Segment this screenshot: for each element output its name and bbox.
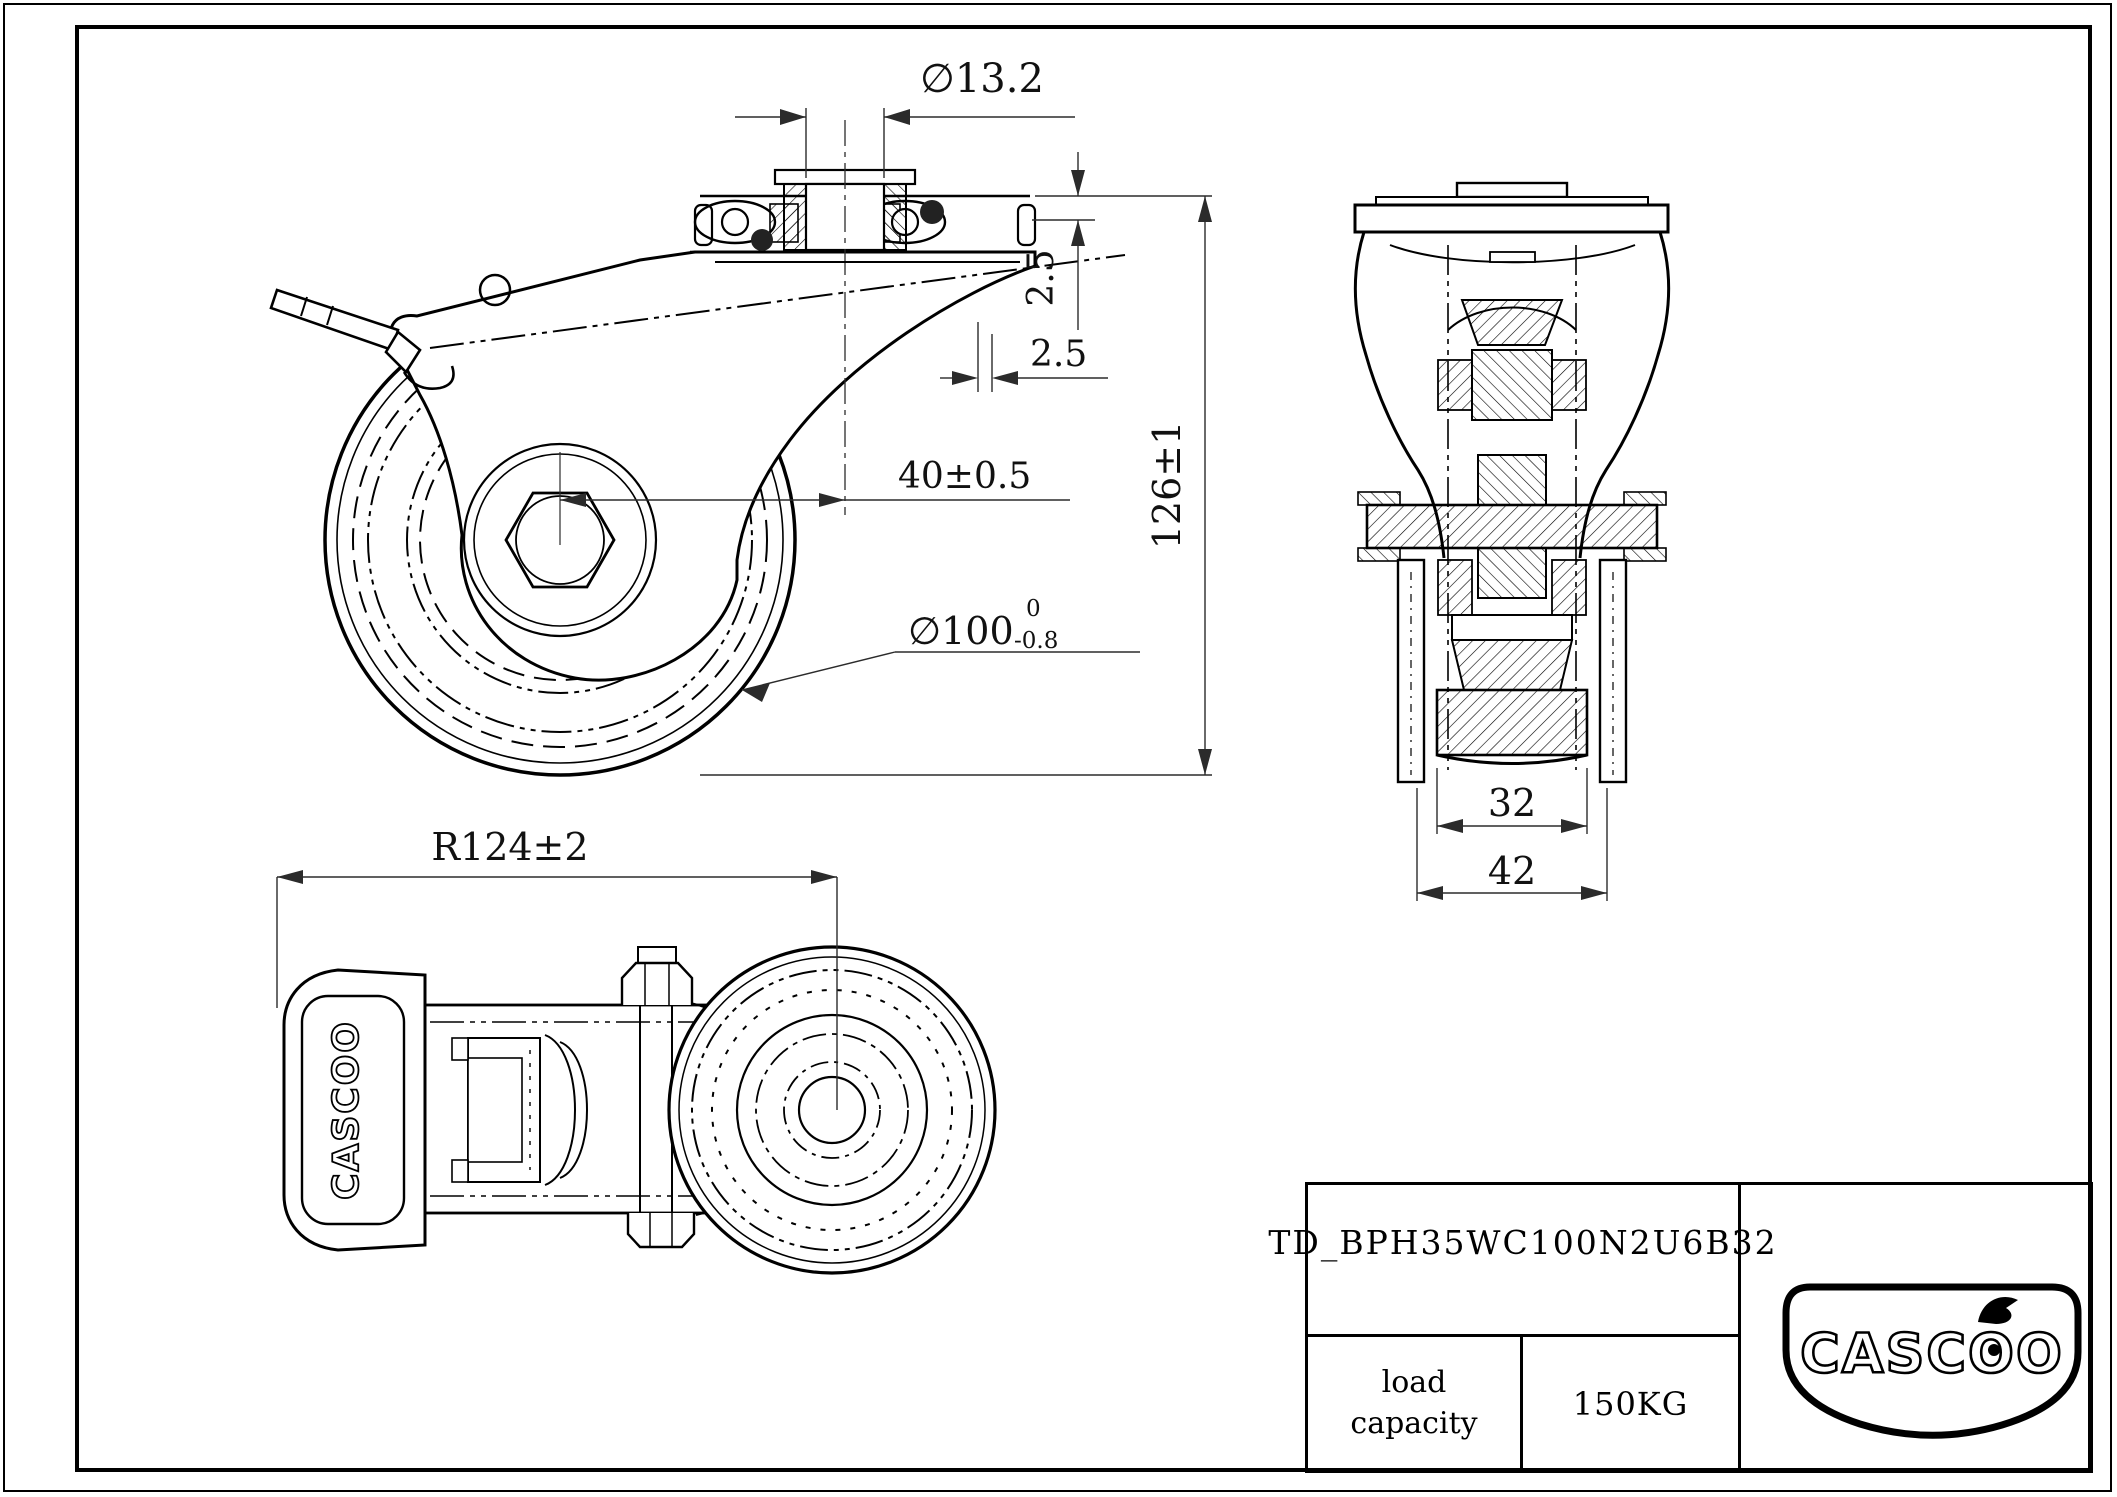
plan-brake-mechanism (451, 1034, 588, 1186)
brand-logo: CASCOO (1782, 1283, 2082, 1439)
dim-label-fork-offset: 2.5 (1030, 334, 1087, 375)
plan-wheel (667, 945, 997, 1275)
title-block-divider-horizontal (1308, 1334, 1741, 1337)
title-block-divider-vertical-2 (1520, 1334, 1523, 1470)
logo-bird-icon (1978, 1296, 2018, 1324)
side-axle (1357, 454, 1667, 599)
side-view: 32 42 (1353, 181, 1671, 901)
dim-mounting-height: 126±1 (700, 196, 1212, 776)
front-hub-nut (462, 442, 658, 638)
front-view: ∅13.2 2.5 2.5 (269, 56, 1212, 777)
dim-label-wheel-diameter-tol-upper: 0 (1026, 596, 1041, 622)
side-top-plate (1353, 181, 1670, 234)
pedal-brand-text: CASCOO (326, 1020, 367, 1200)
dim-label-mounting-height: 126±1 (1145, 421, 1189, 550)
dim-label-tread-width: 32 (1488, 781, 1536, 825)
title-block: TD_BPH35WC100N2U6B32 load capacity 150KG (1268, 1182, 2093, 1473)
logo-outline (1782, 1283, 2082, 1439)
logo-wheel-hub-icon (1988, 1344, 2000, 1356)
plan-brake-pedal: CASCOO (282, 968, 427, 1252)
dim-bolt-hole: ∅13.2 (735, 56, 1075, 178)
side-lower-hub (1437, 559, 1587, 691)
title-block-divider-vertical (1738, 1185, 1741, 1470)
part-number: TD_BPH35WC100N2U6B32 (1268, 1223, 1778, 1262)
dim-label-overall-width: 42 (1488, 849, 1536, 893)
dim-fork-offset: 2.5 (940, 322, 1108, 392)
dim-label-bolt-hole: ∅13.2 (920, 56, 1044, 102)
dim-label-wheel-diameter-tol-lower: -0.8 (1014, 628, 1058, 654)
sheet-inner-border (75, 25, 2092, 1472)
dim-plate-thickness: 2.5 (1021, 152, 1212, 330)
dim-label-swivel-radius: R124±2 (431, 825, 588, 869)
plan-view: CASCOO R124±2 (276, 825, 997, 1275)
dim-label-wheel-offset: 40±0.5 (898, 456, 1031, 497)
dim-swivel-radius: R124±2 (276, 825, 838, 1110)
logo-text: CASCOO (1800, 1322, 2064, 1385)
dim-tread-width: 32 (1436, 768, 1588, 834)
load-capacity-value: 150KG (1572, 1384, 1689, 1423)
dim-label-plate-thickness: 2.5 (1021, 249, 1062, 306)
dim-wheel-diameter: ∅100 0 -0.8 (741, 596, 1140, 702)
side-wheel-core (1437, 299, 1587, 421)
sheet-outer-border (3, 3, 2112, 1492)
side-tread (1435, 688, 1589, 765)
front-swivel-head (690, 120, 1037, 515)
plan-bottom-bolt (626, 1213, 696, 1249)
front-brake-lever (269, 288, 455, 390)
dim-wheel-offset: 40±0.5 (560, 456, 1070, 507)
dim-overall-width: 42 (1416, 788, 1608, 901)
dim-label-wheel-diameter: ∅100 (908, 609, 1014, 653)
plan-top-bolt (620, 946, 694, 1005)
side-fork-legs (1396, 558, 1628, 784)
load-capacity-label: load capacity (1350, 1365, 1478, 1441)
